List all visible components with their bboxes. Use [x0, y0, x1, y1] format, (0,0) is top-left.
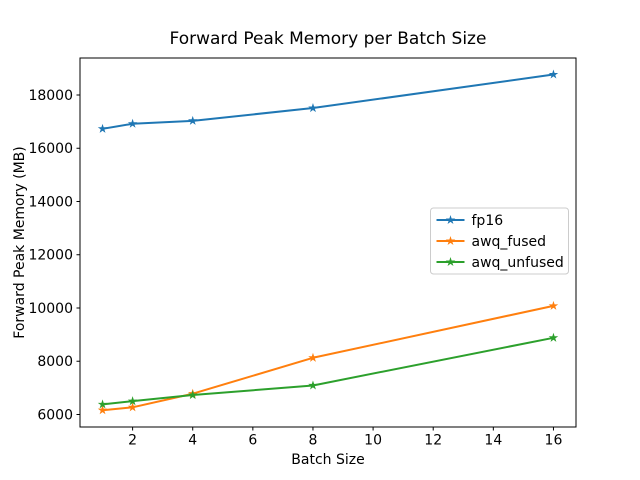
x-tick-label: 2: [128, 433, 137, 449]
y-axis-label: Forward Peak Memory (MB): [12, 146, 28, 338]
x-tick-label: 8: [309, 433, 318, 449]
legend-star-marker: [445, 236, 456, 246]
y-tick-label: 14000: [28, 194, 73, 210]
y-tick-label: 10000: [28, 301, 73, 317]
legend-item-awq_unfused: awq_unfused: [436, 255, 564, 271]
star-marker: [308, 380, 318, 390]
x-axis-label: Batch Size: [291, 452, 364, 468]
star-marker: [548, 300, 559, 310]
series-line: [101, 336, 555, 406]
star-marker: [127, 402, 138, 412]
y-tick-label: 18000: [28, 88, 73, 104]
star-marker: [548, 332, 559, 342]
x-tick-label: 16: [545, 433, 563, 449]
star-marker: [187, 115, 198, 125]
legend-item-fp16: fp16: [436, 213, 504, 229]
legend-label: fp16: [472, 213, 504, 229]
star-marker: [127, 396, 138, 406]
x-tick-label: 12: [424, 433, 442, 449]
x-tick-label: 14: [484, 433, 502, 449]
star-marker: [97, 399, 108, 409]
legend-star-marker: [445, 257, 456, 267]
star-marker: [97, 123, 108, 133]
star-marker: [308, 103, 318, 113]
star-marker: [97, 405, 108, 415]
star-marker: [187, 390, 198, 400]
y-tick-label: 8000: [37, 354, 73, 370]
x-tick-label: 6: [248, 433, 257, 449]
legend-box: [430, 207, 569, 275]
legend-label: awq_fused: [472, 234, 547, 250]
series-fp16: [97, 69, 559, 133]
axes-spines: [79, 57, 577, 428]
legend-star-marker: [445, 215, 456, 225]
legend-label: awq_unfused: [472, 255, 564, 271]
series-line: [101, 73, 555, 130]
series-awq_unfused: [97, 332, 559, 409]
x-tick-label: 10: [364, 433, 382, 449]
chart-title: Forward Peak Memory per Batch Size: [170, 29, 487, 49]
y-axis: 6000 8000 10000 12000 14000 16000 18000: [28, 88, 80, 423]
x-tick-label: 4: [188, 433, 197, 449]
y-tick-label: 16000: [28, 141, 73, 157]
star-marker: [308, 352, 318, 362]
plot-area: 2 4 6 8 10 12 14 16 6000 8000 10000 12000 14000 16000…: [28, 57, 577, 449]
star-marker: [127, 118, 138, 128]
x-axis: 2 4 6 8 10 12 14 16: [128, 427, 562, 449]
legend-item-awq_fused: awq_fused: [436, 234, 547, 250]
y-tick-label: 6000: [37, 407, 73, 423]
legend: fp16 awq_fused awq_unfused: [430, 207, 569, 275]
series-line: [101, 304, 555, 412]
y-tick-label: 12000: [28, 248, 73, 264]
star-marker: [548, 69, 559, 79]
